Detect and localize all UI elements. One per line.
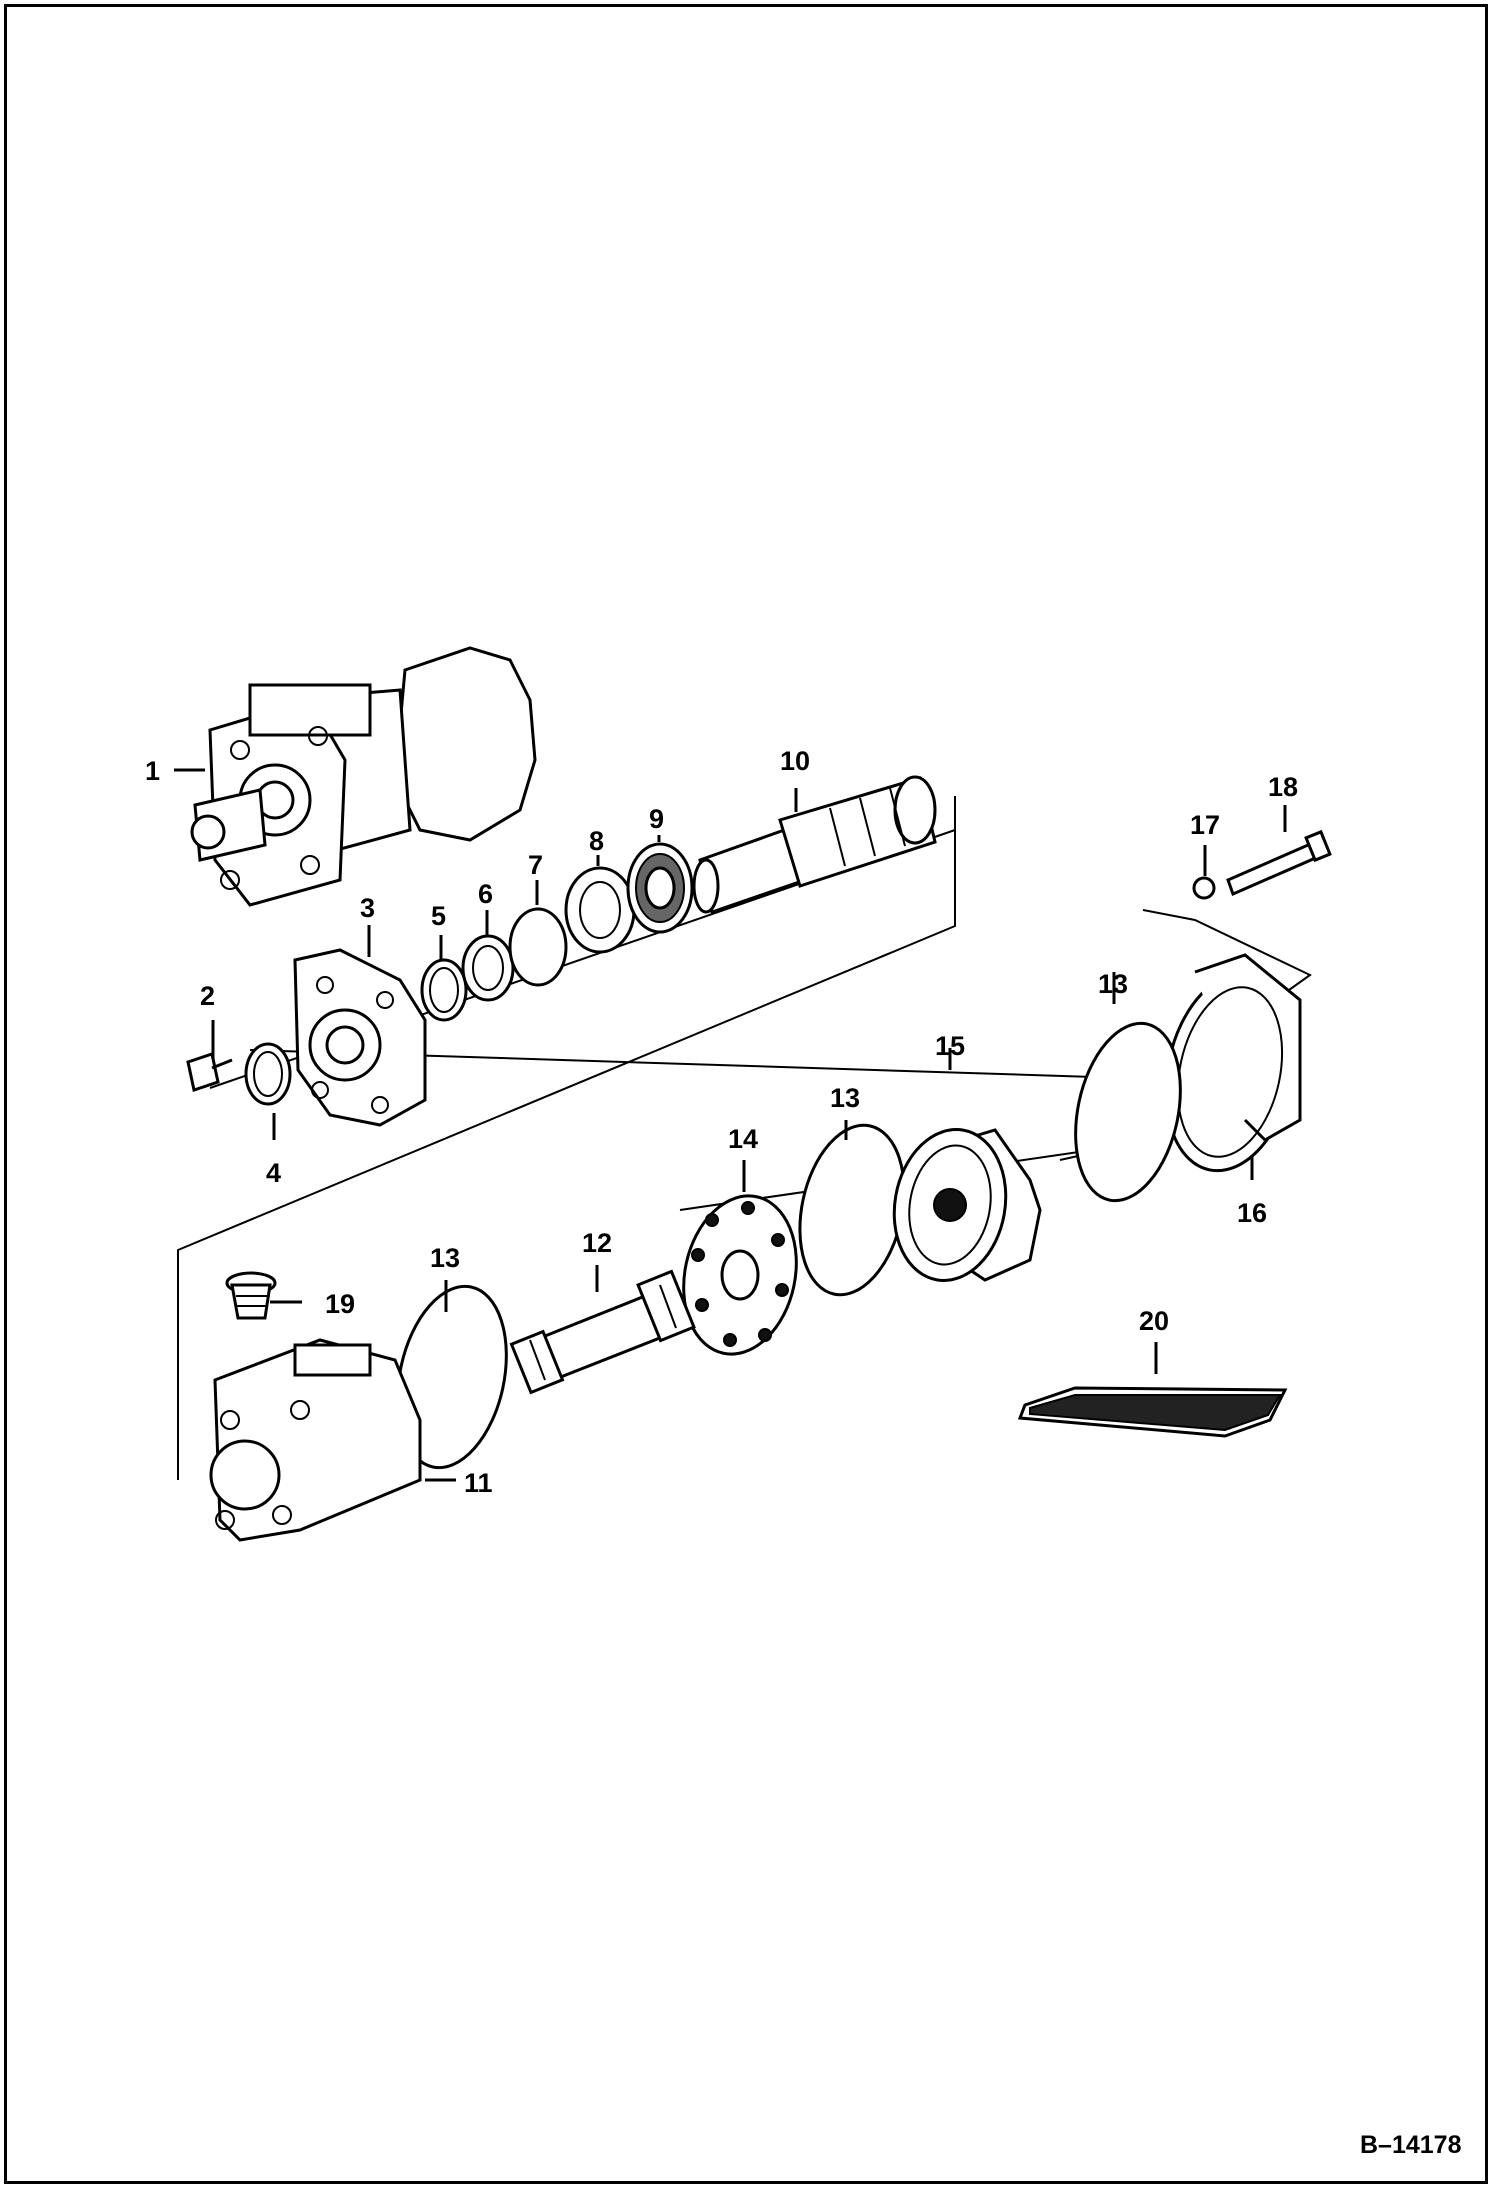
thrust-bearing-part-9-inner [644, 866, 676, 910]
callout-15: 15 [935, 1031, 965, 1061]
fitting-part [186, 1052, 233, 1092]
callout-19: 19 [325, 1289, 355, 1319]
shaft-part-10 [692, 775, 937, 914]
flange-housing-part [293, 948, 427, 1127]
callout-14: 14 [728, 1124, 758, 1154]
ring-part-7 [508, 907, 568, 987]
callout-20: 20 [1139, 1306, 1169, 1336]
gasket-strip-part-20 [1017, 1386, 1288, 1438]
end-cap-part-16 [1164, 953, 1302, 1173]
callout-13-b: 13 [830, 1083, 860, 1113]
callout-3: 3 [360, 893, 375, 923]
plug-part-19 [225, 1271, 277, 1320]
callout-10: 10 [780, 746, 810, 776]
screw-part-18 [1226, 829, 1332, 897]
callout-18: 18 [1268, 772, 1298, 802]
callout-13-a: 13 [430, 1243, 460, 1273]
callout-4: 4 [266, 1158, 281, 1188]
ring-part-6-inner [472, 945, 504, 991]
callout-5: 5 [431, 901, 446, 931]
bearing-race-part-8-inner [579, 881, 621, 939]
drawing-border [4, 4, 1488, 2184]
drawing-reference-number: B–14178 [1360, 2131, 1462, 2159]
callout-8: 8 [589, 826, 604, 856]
callout-labels: 1 2 3 4 5 6 7 8 9 10 11 12 13 13 13 14 1… [145, 746, 1298, 1498]
callout-9: 9 [649, 804, 664, 834]
gerotor-part-15 [892, 1128, 1042, 1282]
callout-6: 6 [478, 879, 493, 909]
callout-13-c: 13 [1098, 969, 1128, 999]
callout-leader-lines [174, 768, 1287, 1482]
washer-part-17 [1192, 876, 1216, 900]
callout-7: 7 [528, 850, 543, 880]
callout-2: 2 [200, 981, 215, 1011]
ring-part-5-inner [429, 967, 459, 1013]
callout-1: 1 [145, 756, 160, 786]
callout-12: 12 [582, 1228, 612, 1258]
callout-16: 16 [1237, 1198, 1267, 1228]
drive-shaft-part-12 [509, 1269, 696, 1395]
plate-part-14 [682, 1194, 798, 1356]
motor-assembly-part [190, 646, 537, 907]
callout-11: 11 [464, 1468, 493, 1498]
seal-ring-part-13-a [396, 1284, 508, 1470]
seal-ring-part-13-c [1074, 1021, 1182, 1203]
callout-17: 17 [1190, 810, 1220, 840]
bearing-race-part-8 [564, 866, 636, 954]
seal-part-4-inner [253, 1051, 283, 1097]
housing-part-11 [209, 1338, 422, 1542]
